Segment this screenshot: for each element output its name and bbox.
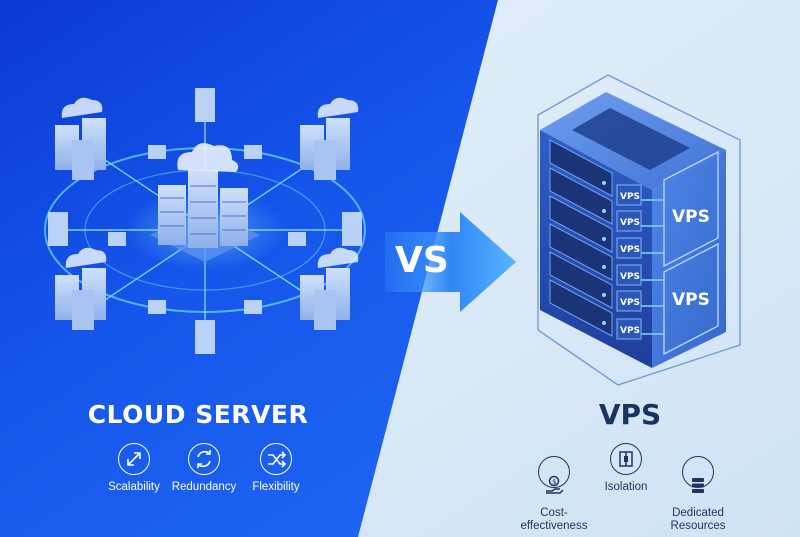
isolation-server-icon bbox=[610, 443, 642, 475]
shuffle-icon bbox=[260, 443, 292, 475]
rack-slot-labels: VPS VPS VPS VPS VPS VPS VPS VPS bbox=[616, 184, 710, 340]
feature-isolation: Isolation bbox=[580, 443, 672, 494]
server-group-bottom-left bbox=[55, 247, 107, 330]
sync-arrows-icon bbox=[188, 443, 220, 475]
partition-label-bottom: VPS bbox=[672, 290, 710, 310]
vs-arrow bbox=[385, 212, 516, 312]
cloud-network-illustration bbox=[44, 88, 366, 354]
rack-slot-label: VPS bbox=[620, 272, 640, 282]
left-background bbox=[0, 0, 498, 537]
feature-scalability: Scalability bbox=[88, 443, 180, 494]
vps-rack-illustration bbox=[537, 74, 741, 386]
feature-label: Isolation bbox=[604, 481, 648, 493]
feature-label: Cost- effectiveness bbox=[520, 507, 588, 532]
feature-cost-effectiveness: $ Cost- effectiveness bbox=[508, 443, 600, 533]
vps-title: VPS bbox=[598, 398, 662, 431]
feature-label: Redundancy bbox=[171, 481, 237, 493]
rack-slot-label: VPS bbox=[620, 326, 640, 336]
vs-label: VS bbox=[395, 240, 449, 281]
server-group-bottom-right bbox=[300, 247, 359, 330]
rack-slot-label: VPS bbox=[620, 218, 640, 228]
cloud-server-title: CLOUD SERVER bbox=[87, 400, 309, 429]
feature-redundancy: Redundancy bbox=[158, 443, 250, 494]
server-group-top-left bbox=[55, 97, 106, 180]
feature-label: Dedicated Resources bbox=[670, 507, 726, 532]
expand-arrows-icon bbox=[118, 443, 150, 475]
svg-text:$: $ bbox=[552, 478, 556, 486]
feature-dedicated-resources: Dedicated Resources bbox=[652, 443, 744, 533]
central-cluster bbox=[150, 143, 260, 262]
feature-flexibility: Flexibility bbox=[230, 443, 322, 494]
rack-slot-label: VPS bbox=[620, 245, 640, 255]
partition-label-top: VPS bbox=[672, 207, 710, 227]
feature-label: Scalability bbox=[108, 481, 160, 493]
rack-slot-label: VPS bbox=[620, 192, 640, 202]
rack-partitions bbox=[663, 150, 719, 356]
database-stack-icon bbox=[682, 456, 714, 493]
server-group-top-right bbox=[300, 97, 359, 180]
feature-label: Flexibility bbox=[252, 481, 300, 493]
dollar-hand-icon: $ bbox=[538, 456, 570, 494]
rack-slot-label: VPS bbox=[620, 298, 640, 308]
rack-units bbox=[549, 139, 613, 337]
